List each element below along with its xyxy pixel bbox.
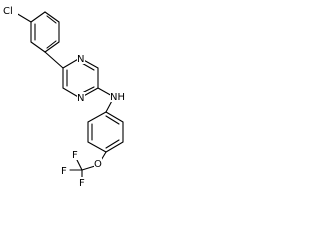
double-bond-line — [46, 15, 57, 24]
atom-label-amine: NH — [110, 92, 125, 103]
bond — [44, 11, 60, 23]
atom-label-oxygen: O — [94, 159, 102, 170]
biaryl-bond — [44, 51, 64, 69]
atom-label-nitrogen: N — [77, 54, 84, 65]
bond — [44, 41, 60, 53]
chlorine-bond — [15, 12, 32, 23]
double-bond-line — [46, 40, 57, 49]
atom-label-fluorine: F — [72, 150, 78, 161]
molecule-structure-diagram: Cl N N NH O F F F — [2, 4, 126, 189]
ether-carbon-bond — [81, 165, 96, 171]
atom-label-fluorine: F — [79, 178, 85, 189]
bond — [30, 41, 46, 53]
chlorophenyl-ring — [30, 11, 60, 53]
atom-label-fluorine: F — [61, 166, 67, 177]
double-bond-line — [105, 139, 120, 149]
atom-label-chlorine: Cl — [3, 6, 13, 17]
bond — [105, 111, 124, 123]
double-bond-line — [105, 115, 120, 125]
atom-labels: Cl N N NH O F F F — [2, 4, 126, 189]
atom-label-nitrogen: N — [77, 93, 84, 104]
bond — [87, 141, 107, 153]
bond — [87, 111, 107, 123]
trifluoromethoxyphenyl-ring — [87, 111, 124, 153]
bond — [105, 141, 124, 153]
bond — [30, 11, 46, 23]
